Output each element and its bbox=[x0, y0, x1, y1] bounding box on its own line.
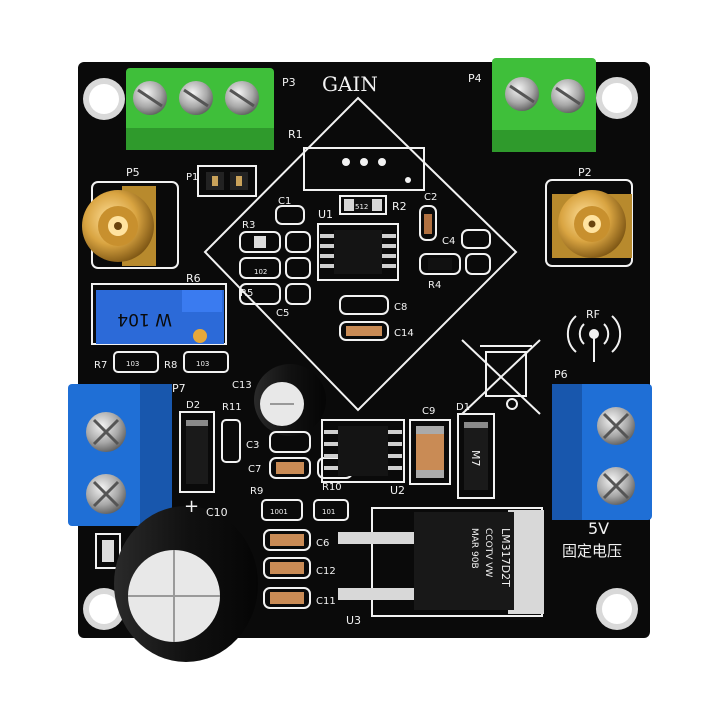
regulator-marking-line2: CCOTV VW bbox=[483, 528, 493, 577]
label-r9: R9 bbox=[250, 486, 263, 497]
label-r6: R6 bbox=[186, 272, 201, 285]
smd-code-r2: 512 bbox=[355, 203, 368, 211]
label-p1: P1 bbox=[186, 172, 198, 183]
pcb-substrate bbox=[78, 62, 650, 638]
smd-c8-c14 bbox=[339, 295, 389, 341]
regulator-marking-line3: MAR 90B bbox=[469, 528, 479, 569]
smd-cluster-right bbox=[419, 205, 491, 275]
potentiometer-r6: W 104 bbox=[91, 283, 227, 345]
label-c1: C1 bbox=[278, 196, 291, 207]
label-c13: C13 bbox=[232, 380, 252, 391]
regulator-marking-line1: LM317D2T bbox=[499, 528, 512, 587]
label-u2: U2 bbox=[390, 484, 405, 497]
label-d2: D2 bbox=[186, 400, 200, 411]
capacitor-c9 bbox=[409, 419, 451, 485]
label-c7: C7 bbox=[248, 464, 261, 475]
label-c9: C9 bbox=[422, 406, 435, 417]
label-c2: C2 bbox=[424, 192, 437, 203]
smd-code-r5: 102 bbox=[254, 268, 267, 276]
smd-code-r7: 103 bbox=[126, 360, 139, 368]
label-p3: P3 bbox=[282, 76, 296, 89]
resistor-r2: 512 bbox=[339, 195, 387, 215]
rf-label: RF bbox=[586, 308, 600, 321]
weee-bin-icon bbox=[461, 339, 541, 415]
diode-d1: M7 bbox=[457, 413, 495, 499]
gain-label: GAIN bbox=[322, 72, 378, 96]
pot-marking: W 104 bbox=[117, 309, 172, 329]
label-c5: C5 bbox=[276, 308, 289, 319]
label-p6: P6 bbox=[554, 368, 568, 381]
terminal-block-p3 bbox=[126, 68, 274, 150]
sma-connector-p5 bbox=[82, 181, 179, 269]
sma-connector-p2 bbox=[545, 179, 633, 267]
label-c11: C11 bbox=[316, 596, 336, 607]
fixed-voltage-label: 固定电压 bbox=[562, 542, 622, 560]
mounting-holes bbox=[83, 77, 638, 630]
voltage-label: 5V bbox=[588, 519, 609, 538]
label-c12: C12 bbox=[316, 566, 336, 577]
label-c8: C8 bbox=[394, 302, 407, 313]
label-u1: U1 bbox=[318, 208, 333, 221]
label-r7: R7 bbox=[94, 360, 107, 371]
label-c10: C10 bbox=[206, 506, 228, 519]
label-p2: P2 bbox=[578, 166, 592, 179]
label-r2: R2 bbox=[392, 200, 407, 213]
diode-marking: M7 bbox=[469, 450, 482, 467]
label-r1: R1 bbox=[288, 128, 303, 141]
label-p7: P7 bbox=[172, 382, 186, 395]
label-r3: R3 bbox=[242, 220, 255, 231]
label-c6: C6 bbox=[316, 538, 329, 549]
rf-antenna-icon bbox=[566, 315, 622, 362]
ic-u2 bbox=[321, 419, 405, 483]
smd-r7-r8: 103 103 bbox=[113, 351, 229, 373]
smd-code-r9: 1001 bbox=[270, 508, 288, 516]
smd-code-r8: 103 bbox=[196, 360, 209, 368]
label-r11: R11 bbox=[222, 402, 242, 413]
smd-code-r10: 101 bbox=[322, 508, 335, 516]
label-p5: P5 bbox=[126, 166, 140, 179]
label-r4: R4 bbox=[428, 280, 441, 291]
label-c14: C14 bbox=[394, 328, 414, 339]
resistor-r11 bbox=[221, 419, 241, 463]
ic-u1 bbox=[317, 223, 399, 281]
label-p4: P4 bbox=[468, 72, 482, 85]
voltage-regulator-u3: LM317D2T CCOTV VW MAR 90B bbox=[338, 507, 544, 617]
smd-c6-c12-c11 bbox=[263, 529, 311, 609]
polarity-plus: + bbox=[184, 496, 199, 517]
terminal-block-p4 bbox=[492, 58, 596, 152]
label-c4: C4 bbox=[442, 236, 455, 247]
terminal-block-p6 bbox=[552, 384, 652, 520]
smd-cluster-left: 102 bbox=[239, 205, 311, 305]
label-r8: R8 bbox=[164, 360, 177, 371]
r1-outline bbox=[303, 147, 425, 191]
terminal-block-p7 bbox=[68, 384, 172, 526]
header-p1 bbox=[197, 165, 257, 197]
diode-d2 bbox=[179, 411, 215, 493]
electrolytic-capacitor-c13 bbox=[254, 364, 326, 436]
label-d1: D1 bbox=[456, 402, 470, 413]
label-r5: R5 bbox=[240, 288, 253, 299]
label-u3: U3 bbox=[346, 614, 361, 627]
electrolytic-capacitor-c10 bbox=[95, 506, 258, 662]
gain-diamond-outline bbox=[203, 96, 518, 412]
label-c3: C3 bbox=[246, 440, 259, 451]
label-r10: R10 bbox=[322, 482, 342, 493]
